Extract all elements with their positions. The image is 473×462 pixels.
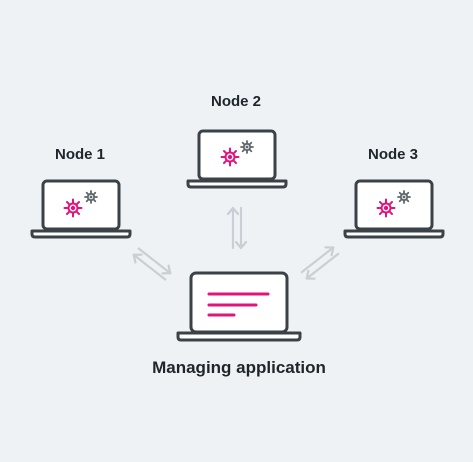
document-lines-icon: [207, 292, 270, 317]
gear-icon: [240, 140, 254, 154]
arrow-node1-manager: [129, 243, 175, 285]
managing-application-label: Managing application: [152, 358, 326, 377]
gear-icon: [63, 198, 83, 218]
node-2-laptop: [186, 129, 288, 189]
node-1-label: Node 1: [54, 146, 106, 163]
gear-icon: [376, 198, 396, 218]
arrow-node3-manager: [297, 242, 343, 284]
managing-application-laptop: [176, 271, 302, 342]
gear-icon: [84, 190, 98, 204]
node-3-laptop: [343, 179, 445, 239]
arrow-node2-manager: [226, 206, 248, 250]
gear-icon: [397, 190, 411, 204]
node-1-laptop: [30, 179, 132, 239]
node-3-label: Node 3: [367, 146, 419, 163]
gear-icon: [220, 147, 240, 167]
node-2-label: Node 2: [210, 93, 262, 110]
